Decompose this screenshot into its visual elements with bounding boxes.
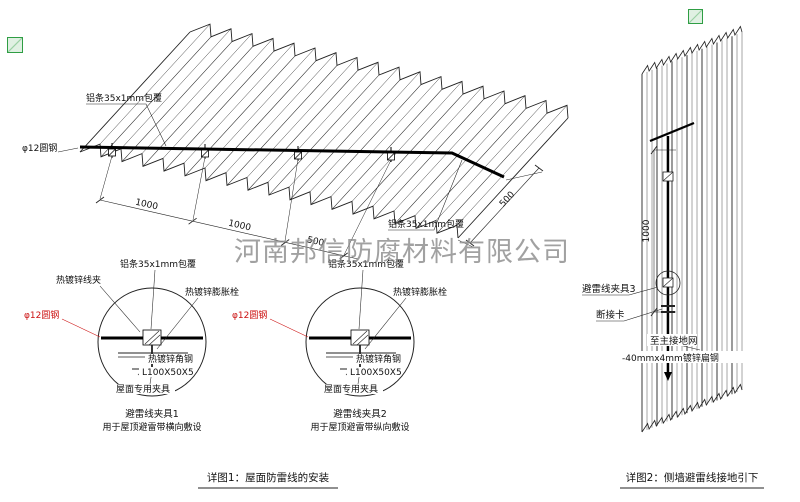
roof-annotations: 铝条35x1mm包覆 φ12圆钢 铝条35x1mm包覆 (22, 92, 464, 231)
clamp-detail-2-drawing (304, 286, 416, 398)
label-round-steel-c1: φ12圆钢 (24, 309, 59, 321)
clamp2-title: 避雷线夹具2 (333, 408, 387, 420)
roof-lightning-belt-wire (79, 143, 505, 179)
wall-dim-1000: 1000 (642, 219, 652, 242)
clamp-detail-label-backs (113, 354, 403, 394)
wall-dimension (650, 145, 676, 317)
green-stamp-icon-left (7, 37, 23, 53)
clamp-detail-drawings (97, 286, 416, 398)
ground-arrow-icon (664, 372, 672, 381)
corrugated-wall (641, 25, 743, 433)
label-back (620, 351, 754, 363)
label-wall-clamp3: 避雷线夹具3 (582, 283, 636, 295)
label-disconnect-card: 断接卡 (596, 309, 625, 321)
wire-clamp-marks (108, 143, 395, 162)
roof-dimension-chain: 1000 1000 500 500 (95, 155, 544, 260)
label-alu-strip-c2: 铝条35x1mm包覆 (328, 258, 404, 270)
label-expansion-bolt-c2: 热镀锌膨胀栓 (393, 286, 447, 298)
green-stamp-icon-right (688, 9, 703, 24)
clamp-detail-leaders (61, 269, 407, 385)
label-galv-wire-clip-c1: 热镀锌线夹 (56, 274, 101, 286)
label-galv-flat-steel: -40mmx4mm镀锌扁钢 (622, 352, 719, 364)
label-round-steel-roof: φ12圆钢 (22, 142, 57, 154)
clamp1-title: 避雷线夹具1 (125, 408, 179, 420)
label-angle-spec-c2: L100X50X5 (350, 368, 402, 378)
label-alu-strip-top: 铝条35x1mm包覆 (86, 92, 162, 104)
clamp-detail-1-drawing (97, 287, 207, 397)
side-wall-drawing: 1000 避雷线夹具3 断接卡 至主接地网 -40mmx4mm镀锌扁钢 (582, 25, 754, 433)
label-roof-mount-clamp-c2: 屋面专用夹具 (324, 383, 378, 395)
label-roof-mount-clamp-c1: 屋面专用夹具 (116, 383, 170, 395)
label-alu-strip-c1: 铝条35x1mm包覆 (120, 258, 196, 270)
dim-500: 500 (306, 235, 325, 249)
captions: 详图1：屋面防雷线的安装 详图2：侧墙避雷线接地引下 (198, 471, 764, 489)
caption-detail1: 详图1：屋面防雷线的安装 (207, 471, 330, 484)
clamp1-subtitle: 用于屋顶避雷带横向敷设 (102, 421, 201, 433)
label-angle-spec-c1: L100X50X5 (142, 368, 194, 378)
label-round-steel-c2: φ12圆钢 (232, 309, 267, 321)
clamp2-subtitle: 用于屋顶避雷带纵向敷设 (310, 421, 409, 433)
label-alu-strip-bottom: 铝条35x1mm包覆 (388, 218, 464, 230)
label-angle-steel-c1: 热镀锌角钢 (148, 353, 193, 365)
wall-top-belt (649, 121, 695, 143)
caption-detail2: 详图2：侧墙避雷线接地引下 (626, 471, 759, 484)
label-expansion-bolt-c1: 热镀锌膨胀栓 (185, 286, 239, 298)
dim-1000-a: 1000 (134, 198, 159, 213)
clamp-detail-labels: 铝条35x1mm包覆 热镀锌线夹 热镀锌膨胀栓 φ12圆钢 热镀锌角钢 L100… (24, 258, 447, 433)
dim-1000-b: 1000 (227, 219, 252, 234)
label-back (647, 334, 697, 346)
dim-500-side: 500 (498, 190, 517, 210)
label-angle-steel-c2: 热镀锌角钢 (356, 353, 401, 365)
label-to-main-ground: 至主接地网 (650, 335, 698, 347)
